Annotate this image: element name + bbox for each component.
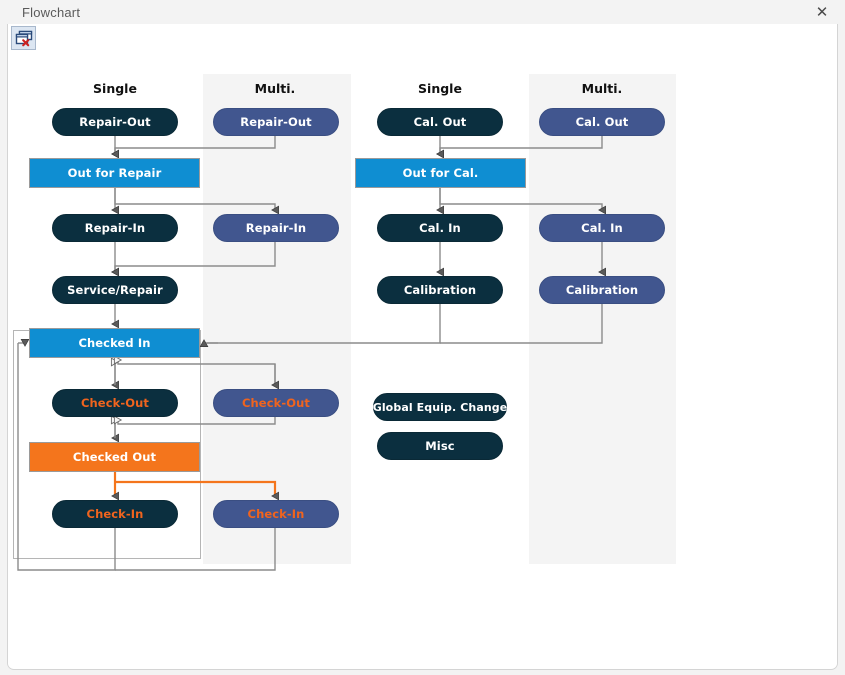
- client-area: Single Multi. Single Multi. Repair-Out R…: [7, 24, 838, 670]
- column-header-repair-single: Single: [93, 81, 137, 96]
- node-misc[interactable]: Misc: [377, 432, 503, 460]
- node-cal-out-single[interactable]: Cal. Out: [377, 108, 503, 136]
- node-repair-out-multi[interactable]: Repair-Out: [213, 108, 339, 136]
- node-calibration-multi[interactable]: Calibration: [539, 276, 665, 304]
- node-out-for-cal[interactable]: Out for Cal.: [355, 158, 526, 188]
- node-check-in-single[interactable]: Check-In: [52, 500, 178, 528]
- node-checked-in[interactable]: Checked In: [29, 328, 200, 358]
- column-header-repair-multi: Multi.: [254, 81, 296, 96]
- close-window-button[interactable]: [11, 26, 36, 50]
- column-header-cal-single: Single: [418, 81, 462, 96]
- node-service-repair[interactable]: Service/Repair: [52, 276, 178, 304]
- page-title: Flowchart: [22, 4, 81, 20]
- window-close-icon: [15, 30, 32, 46]
- node-repair-out-single[interactable]: Repair-Out: [52, 108, 178, 136]
- node-check-out-single[interactable]: Check-Out: [52, 389, 178, 417]
- band-repair-multi: [203, 74, 351, 564]
- node-out-for-repair[interactable]: Out for Repair: [29, 158, 200, 188]
- node-repair-in-multi[interactable]: Repair-In: [213, 214, 339, 242]
- node-calibration-single[interactable]: Calibration: [377, 276, 503, 304]
- node-check-out-multi[interactable]: Check-Out: [213, 389, 339, 417]
- node-global-equip-change[interactable]: Global Equip. Change: [373, 393, 507, 421]
- column-header-cal-multi: Multi.: [581, 81, 623, 96]
- toolbar: [8, 24, 837, 52]
- close-icon[interactable]: ✕: [815, 4, 829, 21]
- node-repair-in-single[interactable]: Repair-In: [52, 214, 178, 242]
- node-checked-out[interactable]: Checked Out: [29, 442, 200, 472]
- node-cal-in-single[interactable]: Cal. In: [377, 214, 503, 242]
- node-check-in-multi[interactable]: Check-In: [213, 500, 339, 528]
- flowchart-canvas: Single Multi. Single Multi. Repair-Out R…: [8, 52, 837, 668]
- title-bar: Flowchart ✕: [0, 0, 845, 24]
- node-cal-in-multi[interactable]: Cal. In: [539, 214, 665, 242]
- band-cal-multi: [529, 74, 676, 564]
- node-cal-out-multi[interactable]: Cal. Out: [539, 108, 665, 136]
